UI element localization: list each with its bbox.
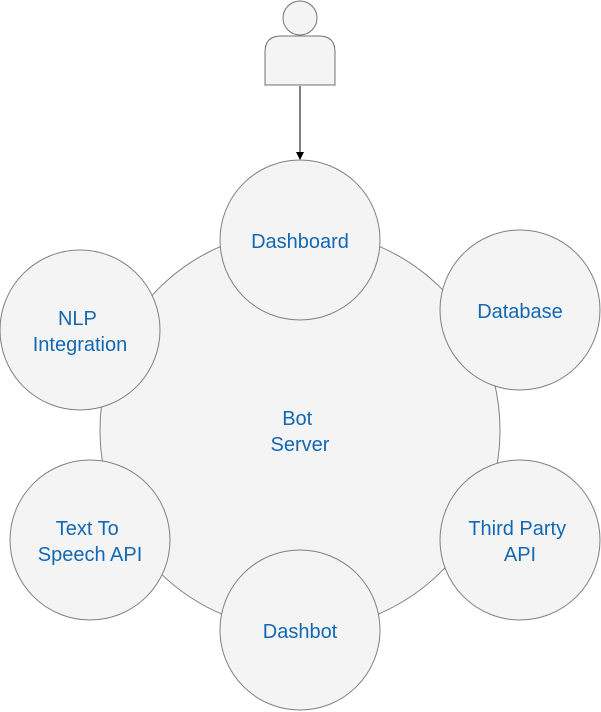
dashboard-label: Dashboard (251, 231, 349, 253)
bot-server-label-line1: Bot (282, 408, 312, 430)
svg-text:Text To Speech API: Text To Speech API (38, 518, 143, 566)
text-to-speech-node: Text To Speech API (9, 459, 171, 621)
svg-text:NLP Integration: NLP Integration (33, 308, 128, 356)
tts-label-line1: Text To (56, 518, 119, 540)
tts-label-line2: Speech API (38, 544, 143, 566)
user-icon (264, 0, 336, 86)
nlp-integration-node: NLP Integration (0, 249, 161, 411)
dashbot-label: Dashbot (263, 621, 338, 643)
bot-server-node: Bot Server (99, 229, 501, 631)
nlp-label-line1: NLP (58, 308, 97, 330)
dashboard-node: Dashboard (219, 159, 381, 321)
svg-text:Third Party API: Third Party API (468, 518, 571, 566)
third-party-label-line2: API (504, 544, 536, 566)
third-party-api-node: Third Party API (439, 459, 601, 621)
svg-text:Bot Server: Bot Server (271, 408, 330, 456)
database-label: Database (477, 301, 563, 323)
dashbot-node: Dashbot (219, 549, 381, 711)
database-node: Database (439, 229, 601, 391)
third-party-label-line1: Third Party (468, 518, 566, 540)
nlp-label-line2: Integration (33, 334, 128, 356)
bot-server-label-line2: Server (271, 434, 330, 456)
